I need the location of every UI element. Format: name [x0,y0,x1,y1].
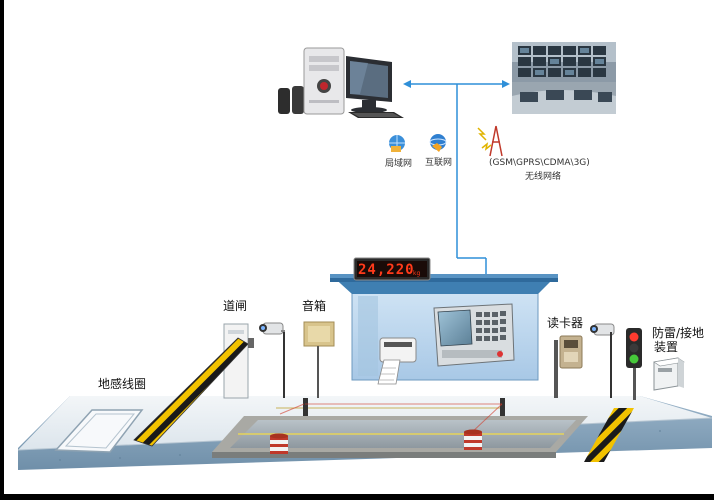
lightning-protection-label-1: 防雷/接地 [652,326,705,340]
lan-icon [389,135,405,152]
weight-display-value: 24,220 [358,262,415,278]
lightning-protection-label-2: 装置 [654,340,679,354]
printer [377,337,417,385]
monitoring-center-photo [512,42,616,114]
wireless-label: 无线网络 [525,172,562,182]
camera-right [590,323,615,398]
lightning-protection-device [653,357,685,391]
internet-label: 互联网 [425,158,453,168]
hazard-stripe-block [584,408,634,462]
internet-icon [429,134,447,152]
barrier-gate [133,323,254,447]
scale-bollard-left [270,433,288,454]
network-lines [403,80,510,305]
weight-display-unit: kg [413,270,421,277]
computer-icon [278,47,404,118]
speaker [303,321,335,398]
barrier-gate-label: 道闸 [223,299,248,313]
card-reader [554,335,583,398]
infrared-posts [279,398,505,435]
ground-loop-label: 地感线圈 [98,377,147,391]
camera-left [259,322,285,398]
wireless-protocols-label: (GSM\GPRS\CDMA\3G) [489,158,590,168]
weighing-scale-platform [212,407,588,458]
lan-label: 局域网 [385,159,413,169]
weighing-terminal [433,303,515,367]
traffic-light [626,328,642,400]
ground-loop-coil [54,409,144,453]
weight-display-panel [353,257,431,281]
card-reader-label: 读卡器 [547,316,584,330]
scale-bollard-right [464,429,482,450]
wireless-tower-icon [477,125,503,157]
speaker-label: 音箱 [302,299,327,313]
